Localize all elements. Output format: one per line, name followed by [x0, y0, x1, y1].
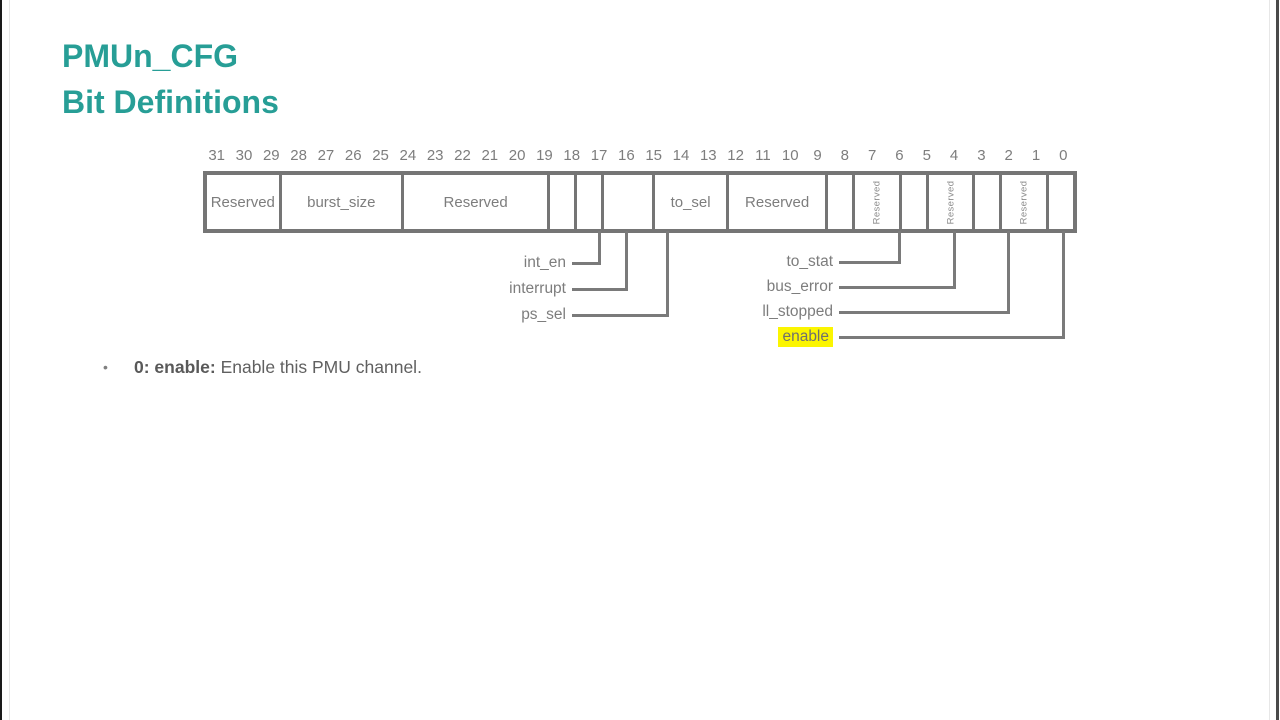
highlighted-callout-text: enable: [778, 327, 833, 347]
register-field-label: to_sel: [670, 193, 711, 211]
bullet-description: Enable this PMU channel.: [215, 357, 422, 377]
bit-number: 27: [317, 147, 335, 164]
bit-number: 31: [208, 147, 225, 164]
bit-number: 17: [590, 147, 608, 164]
bullet-text: 0: enable: Enable this PMU channel.: [134, 355, 422, 380]
register-field-cell-reserved: Reserved: [929, 175, 976, 229]
bit-number: 19: [536, 147, 553, 164]
bit-number: 23: [426, 147, 444, 164]
register-field-cell: [604, 175, 655, 229]
bit-number: 5: [922, 147, 931, 164]
bit-number: 24: [399, 147, 417, 164]
bit-number: 11: [755, 147, 771, 164]
callout-line-vertical-interrupt: [624, 231, 628, 291]
register-field-cell-reserved: Reserved: [855, 175, 902, 229]
bullet-term: 0: enable:: [134, 357, 216, 377]
register-field-cell: [828, 175, 855, 229]
bullet-item: • 0: enable: Enable this PMU channel.: [103, 355, 422, 380]
register-field-cell: [902, 175, 929, 229]
callout-line-horizontal-to_stat: [839, 261, 901, 264]
bit-number: 6: [895, 147, 904, 164]
bit-number: 29: [262, 147, 280, 164]
callout-line-horizontal-int_en: [572, 262, 601, 265]
register-field-label: Reserved: [871, 180, 883, 224]
callout-label-to_stat: to_stat: [786, 253, 833, 270]
bit-number: 30: [235, 147, 253, 164]
slide-edge-line: [9, 0, 10, 720]
bit-number: 14: [672, 147, 690, 164]
callout-line-vertical-to_stat: [898, 231, 901, 264]
callout-line-vertical-ll_stopped: [1007, 231, 1011, 314]
bit-number: 12: [727, 147, 744, 164]
title-line-1: PMUn_CFG: [62, 38, 238, 74]
register-box: Reserved burst_size Reserved to_sel Reserved…: [203, 171, 1077, 233]
callout-line-horizontal-bus_error: [839, 286, 956, 289]
slide-edge-line: [1269, 0, 1270, 720]
callout-line-vertical-int_en: [597, 231, 601, 265]
register-field-cell: [1049, 175, 1073, 229]
callout-label-interrupt: interrupt: [509, 280, 566, 297]
bit-number: 20: [508, 147, 526, 164]
callout-line-horizontal-enable: [839, 336, 1065, 339]
register-field-cell-reserved: Reserved: [729, 175, 828, 229]
page-title: PMUn_CFG Bit Definitions: [62, 33, 279, 125]
register-field-cell-reserved: Reserved: [1002, 175, 1050, 229]
callout-label-int_en: int_en: [523, 254, 566, 271]
register-field-label: Reserved: [944, 180, 956, 224]
bit-number: 1: [1031, 147, 1041, 164]
bit-number: 7: [867, 147, 877, 164]
register-field-cell: [550, 175, 578, 229]
callout-label-ps_sel: ps_sel: [521, 306, 566, 323]
bit-number: 2: [1004, 147, 1013, 164]
register-field-label: Reserved: [210, 193, 275, 211]
register-field-cell: [577, 175, 605, 229]
register-field-label: Reserved: [745, 193, 810, 211]
callout-line-vertical-ps_sel: [665, 231, 669, 317]
callout-line-horizontal-ll_stopped: [839, 311, 1011, 314]
register-field-cell-to_sel: to_sel: [655, 175, 730, 229]
bit-number: 0: [1059, 147, 1068, 164]
bit-number: 10: [781, 147, 799, 164]
bit-number: 22: [454, 147, 471, 164]
bit-number: 15: [645, 147, 662, 164]
bit-number: 3: [977, 147, 986, 164]
callout-label-bus_error: bus_error: [766, 278, 833, 295]
callout-line-vertical-bus_error: [952, 231, 956, 289]
bit-number: 25: [372, 147, 389, 164]
callout-line-horizontal-interrupt: [572, 288, 628, 291]
register-field-cell-burst_size: burst_size: [282, 175, 405, 229]
bit-number: 18: [563, 147, 581, 164]
bit-number: 16: [618, 147, 635, 164]
bit-number: 8: [840, 147, 850, 164]
bit-number: 13: [699, 147, 717, 164]
bullet-marker: •: [103, 359, 108, 375]
callout-label-enable: enable: [663, 326, 833, 348]
register-field-cell-reserved: Reserved: [404, 175, 551, 229]
register-field-label: Reserved: [1018, 180, 1030, 224]
register-field-cell: [975, 175, 1003, 229]
bit-number: 9: [813, 147, 822, 164]
callout-line-vertical-enable: [1061, 231, 1065, 339]
callout-label-ll_stopped: ll_stopped: [762, 303, 833, 320]
bit-number: 28: [290, 147, 307, 164]
register-field-label: Reserved: [443, 193, 508, 211]
register-field-label: burst_size: [307, 193, 376, 211]
callout-line-horizontal-ps_sel: [572, 314, 669, 317]
register-field-cell-reserved: Reserved: [207, 175, 282, 229]
bit-number: 21: [481, 147, 499, 164]
bit-number: 4: [949, 147, 959, 164]
slide-edge-line: [0, 0, 2, 720]
slide-edge-line: [1276, 0, 1279, 720]
bit-number: 26: [344, 147, 362, 164]
title-line-2: Bit Definitions: [62, 84, 279, 120]
